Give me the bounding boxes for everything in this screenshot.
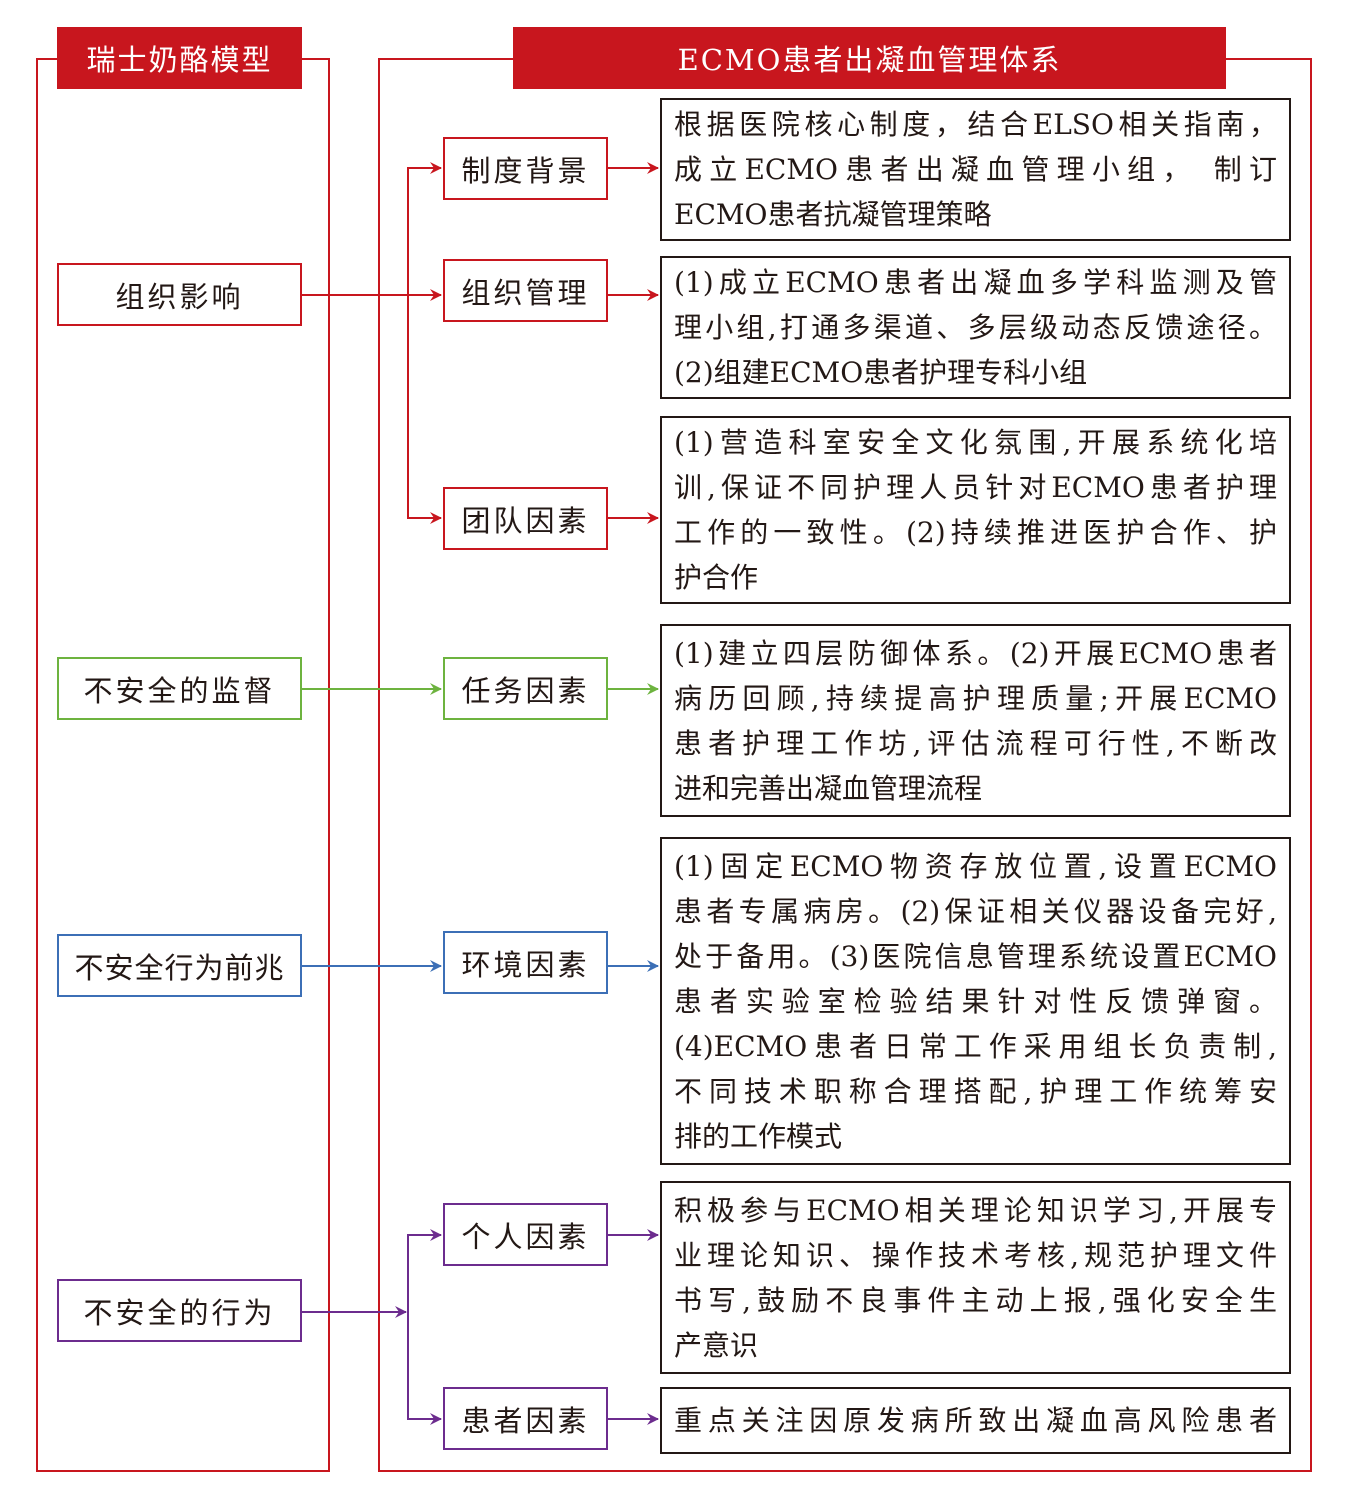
desc-line: (4)ECMO患者日常工作采用组长负责制, bbox=[674, 1029, 1277, 1063]
desc-line: 排的工作模式 bbox=[674, 1119, 843, 1153]
desc-line: (1)营造科室安全文化氛围,开展系统化培 bbox=[674, 426, 1277, 459]
desc-line: 患者专属病房。(2)保证相关仪器设备完好, bbox=[674, 894, 1277, 928]
right-header: ECMO患者出凝血管理体系 bbox=[513, 27, 1226, 89]
desc-line: 病历回顾,持续提高护理质量;开展ECMO bbox=[674, 681, 1277, 715]
desc-line: (1)成立ECMO患者出凝血多学科监测及管 bbox=[674, 266, 1277, 299]
node-team-factors: 团队因素 bbox=[443, 487, 608, 550]
left-header: 瑞士奶酪模型 bbox=[57, 27, 302, 89]
desc-line: 重点关注因原发病所致出凝血高风险患者 bbox=[674, 1404, 1277, 1437]
desc-line: 训,保证不同护理人员针对ECMO患者护理 bbox=[674, 471, 1277, 504]
desc-line: ECMO患者抗凝管理策略 bbox=[674, 198, 992, 231]
node-patient-factors: 患者因素 bbox=[443, 1387, 608, 1450]
desc-patient-factors: 重点关注因原发病所致出凝血高风险患者 bbox=[660, 1387, 1291, 1454]
node-unsafe-supervision: 不安全的监督 bbox=[57, 657, 302, 720]
desc-task-factors: (1)建立四层防御体系。(2)开展ECMO患者 病历回顾,持续提高护理质量;开展… bbox=[660, 624, 1291, 817]
desc-line: 患者护理工作坊,评估流程可行性,不断改 bbox=[674, 726, 1277, 760]
desc-line: 患者实验室检验结果针对性反馈弹窗。 bbox=[674, 984, 1277, 1018]
desc-line: 积极参与ECMO相关理论知识学习,开展专 bbox=[674, 1193, 1277, 1227]
node-preconditions: 不安全行为前兆 bbox=[57, 934, 302, 997]
desc-line: 成立ECMO患者出凝血管理小组， 制订 bbox=[674, 153, 1277, 186]
desc-system-background: 根据医院核心制度，结合ELSO相关指南， 成立ECMO患者出凝血管理小组， 制订… bbox=[660, 98, 1291, 241]
node-unsafe-acts: 不安全的行为 bbox=[57, 1279, 302, 1342]
desc-line: 不同技术职称合理搭配,护理工作统筹安 bbox=[674, 1074, 1277, 1108]
desc-line: (2)组建ECMO患者护理专科小组 bbox=[674, 356, 1088, 389]
node-org-management: 组织管理 bbox=[443, 259, 608, 322]
desc-line: 产意识 bbox=[674, 1328, 759, 1362]
desc-line: 处于备用。(3)医院信息管理系统设置ECMO bbox=[674, 939, 1277, 973]
node-system-background: 制度背景 bbox=[443, 137, 608, 200]
desc-line: 根据医院核心制度，结合ELSO相关指南， bbox=[674, 108, 1277, 141]
desc-line: 进和完善出凝血管理流程 bbox=[674, 771, 983, 805]
red-trunk bbox=[407, 167, 441, 519]
desc-line: 理小组,打通多渠道、多层级动态反馈途径。 bbox=[674, 311, 1277, 344]
desc-environment-factors: (1)固定ECMO物资存放位置,设置ECMO 患者专属病房。(2)保证相关仪器设… bbox=[660, 837, 1291, 1165]
desc-line: (1)建立四层防御体系。(2)开展ECMO患者 bbox=[674, 636, 1277, 670]
desc-personal-factors: 积极参与ECMO相关理论知识学习,开展专 业理论知识、操作技术考核,规范护理文件… bbox=[660, 1181, 1291, 1374]
desc-org-management: (1)成立ECMO患者出凝血多学科监测及管 理小组,打通多渠道、多层级动态反馈途… bbox=[660, 256, 1291, 399]
desc-line: 业理论知识、操作技术考核,规范护理文件 bbox=[674, 1238, 1277, 1272]
node-environment-factors: 环境因素 bbox=[443, 931, 608, 994]
node-personal-factors: 个人因素 bbox=[443, 1203, 608, 1266]
desc-team-factors: (1)营造科室安全文化氛围,开展系统化培 训,保证不同护理人员针对ECMO患者护… bbox=[660, 416, 1291, 604]
desc-line: 书写,鼓励不良事件主动上报,强化安全生 bbox=[674, 1283, 1277, 1317]
desc-line: 工作的一致性。(2)持续推进医护合作、护 bbox=[674, 516, 1277, 549]
node-task-factors: 任务因素 bbox=[443, 657, 608, 720]
node-organizational-influence: 组织影响 bbox=[57, 263, 302, 326]
desc-line: (1)固定ECMO物资存放位置,设置ECMO bbox=[674, 849, 1277, 883]
desc-line: 护合作 bbox=[674, 561, 759, 594]
